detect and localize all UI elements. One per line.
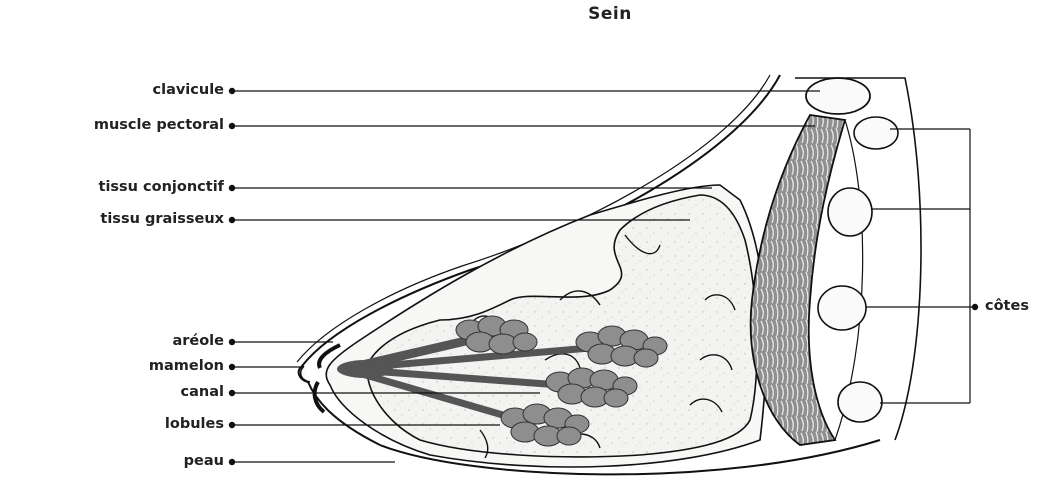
label-tissu-graisseux: tissu graisseux <box>100 211 224 227</box>
cotes-bracket <box>866 129 978 403</box>
diagram-title: Sein <box>560 4 660 24</box>
pectoral-muscle <box>751 115 845 445</box>
rib-2 <box>828 188 872 236</box>
label-tissu-conjonctif: tissu conjonctif <box>99 179 224 195</box>
label-cotes: côtes <box>985 298 1029 314</box>
rib-1 <box>854 117 898 149</box>
label-muscle-pectoral: muscle pectoral <box>94 117 224 133</box>
label-canal: canal <box>181 384 224 400</box>
label-mamelon: mamelon <box>149 358 224 374</box>
clavicle-bone <box>806 78 870 114</box>
rib-3 <box>818 286 866 330</box>
label-lobules: lobules <box>165 416 224 432</box>
label-areole: aréole <box>172 333 224 349</box>
label-peau: peau <box>184 453 224 469</box>
label-clavicule: clavicule <box>153 82 225 98</box>
rib-4 <box>838 382 882 422</box>
